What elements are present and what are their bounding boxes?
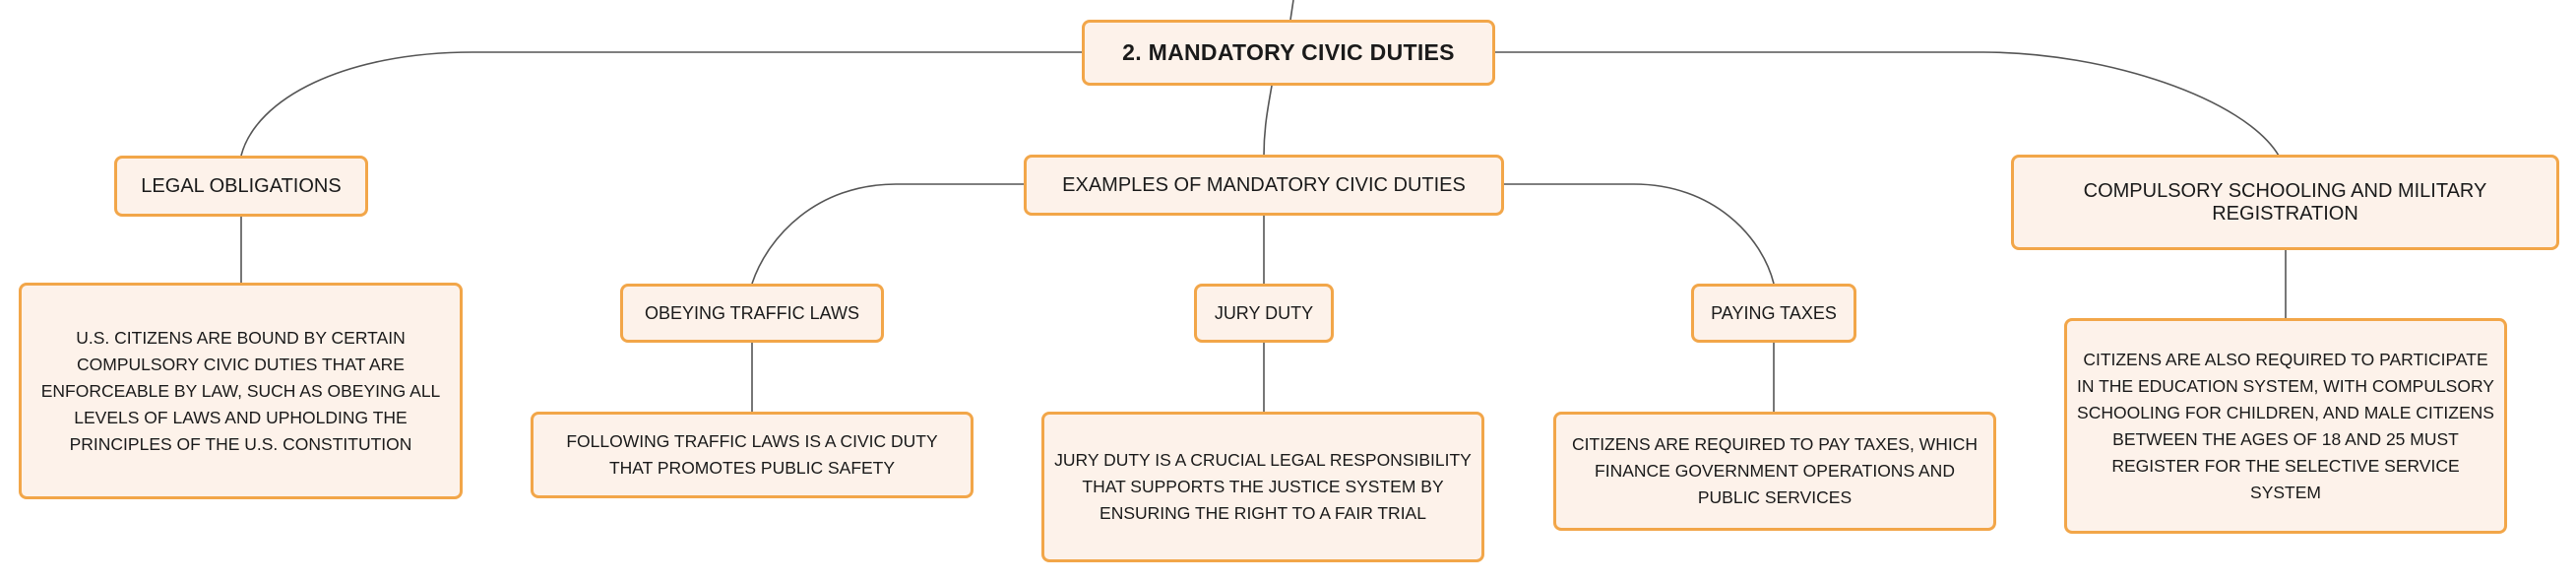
schooling-detail[interactable]: CITIZENS ARE ALSO REQUIRED TO PARTICIPAT… (2064, 318, 2507, 534)
schooling-label: COMPULSORY SCHOOLING AND MILITARY REGIST… (2083, 179, 2487, 225)
connector-root-to-legal (240, 51, 1082, 157)
connector-root-to-examples (1263, 85, 1273, 157)
connector-examples-to-traffic (751, 183, 1024, 285)
paying-taxes-node[interactable]: PAYING TAXES (1691, 284, 1856, 343)
examples-node[interactable]: EXAMPLES OF MANDATORY CIVIC DUTIES (1024, 155, 1504, 216)
paying-taxes-detail-text: CITIZENS ARE REQUIRED TO PAY TAXES, WHIC… (1572, 434, 1978, 507)
legal-obligations-detail[interactable]: U.S. CITIZENS ARE BOUND BY CERTAIN COMPU… (19, 283, 463, 499)
jury-duty-detail[interactable]: JURY DUTY IS A CRUCIAL LEGAL RESPONSIBIL… (1041, 412, 1484, 562)
jury-duty-label: JURY DUTY (1214, 302, 1314, 323)
paying-taxes-detail[interactable]: CITIZENS ARE REQUIRED TO PAY TAXES, WHIC… (1553, 412, 1996, 531)
schooling-detail-text: CITIZENS ARE ALSO REQUIRED TO PARTICIPAT… (2077, 349, 2494, 502)
root-label: 2. MANDATORY CIVIC DUTIES (1122, 39, 1455, 65)
schooling-node[interactable]: COMPULSORY SCHOOLING AND MILITARY REGIST… (2011, 155, 2559, 250)
jury-duty-detail-text: JURY DUTY IS A CRUCIAL LEGAL RESPONSIBIL… (1054, 450, 1472, 523)
traffic-laws-detail-text: FOLLOWING TRAFFIC LAWS IS A CIVIC DUTY T… (566, 431, 938, 478)
legal-obligations-detail-text: U.S. CITIZENS ARE BOUND BY CERTAIN COMPU… (40, 327, 441, 454)
root-node[interactable]: 2. MANDATORY CIVIC DUTIES (1082, 20, 1495, 86)
connector-examples-to-taxes (1504, 183, 1775, 285)
jury-duty-node[interactable]: JURY DUTY (1194, 284, 1334, 343)
connector-root-to-schooling (1495, 51, 2280, 157)
paying-taxes-label: PAYING TAXES (1711, 302, 1837, 323)
traffic-laws-label: OBEYING TRAFFIC LAWS (644, 302, 860, 323)
connector-parent-to-root (1289, 0, 1294, 21)
legal-obligations-node[interactable]: LEGAL OBLIGATIONS (114, 156, 368, 217)
examples-label: EXAMPLES OF MANDATORY CIVIC DUTIES (1062, 173, 1466, 196)
legal-obligations-label: LEGAL OBLIGATIONS (141, 174, 342, 197)
traffic-laws-detail[interactable]: FOLLOWING TRAFFIC LAWS IS A CIVIC DUTY T… (531, 412, 974, 498)
traffic-laws-node[interactable]: OBEYING TRAFFIC LAWS (620, 284, 884, 343)
